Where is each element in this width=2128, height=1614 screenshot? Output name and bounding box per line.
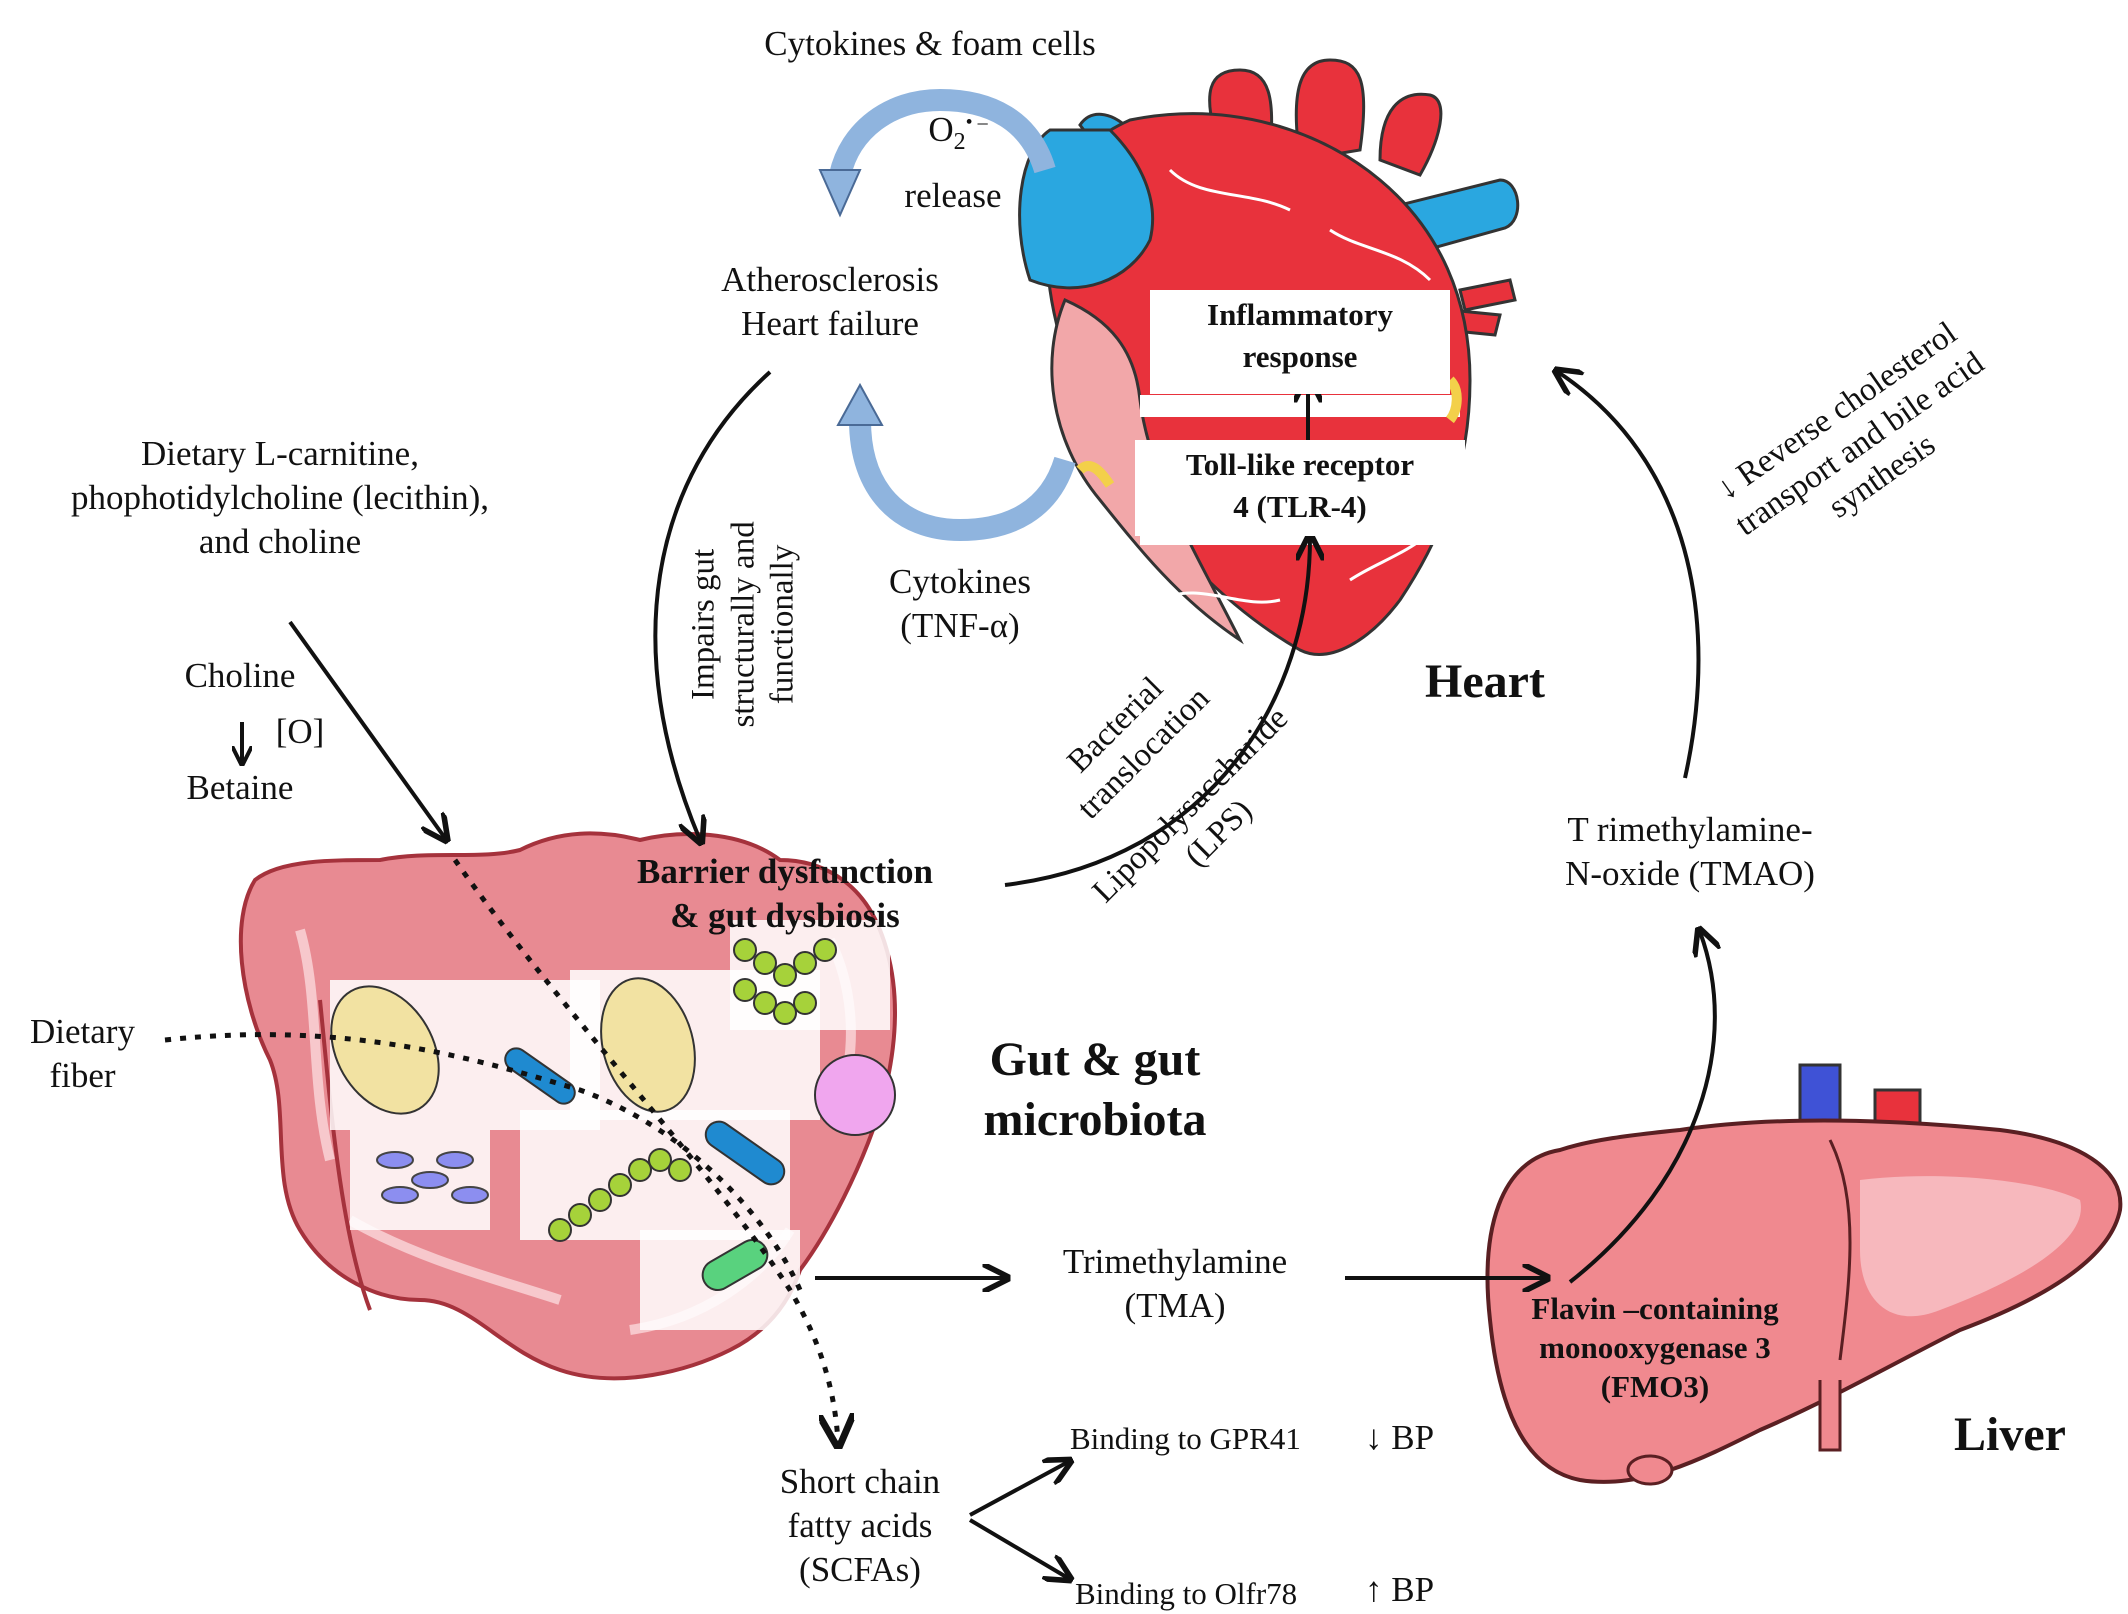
tma-label: Trimethylamine(TMA)	[1062, 1242, 1288, 1325]
choline-label: Choline	[184, 656, 296, 695]
olfr78-bp-label: ↑ BP	[1365, 1570, 1435, 1609]
pathway-arrows	[164, 372, 1715, 1578]
heart-label: Heart	[1425, 655, 1545, 708]
barrier-dysfunction-label: Barrier dysfunction& gut dysbiosis	[637, 852, 933, 935]
gut-illustration	[238, 831, 897, 1381]
gpr41-label: Binding to GPR41	[1070, 1421, 1301, 1456]
gpr41-bp-label: ↓ BP	[1365, 1418, 1435, 1457]
liver-illustration	[1485, 1063, 2123, 1486]
liver-label: Liver	[1954, 1408, 2066, 1461]
cycle-arrows	[818, 88, 1076, 542]
olfr78-label: Binding to Olfr78	[1075, 1576, 1298, 1611]
o2-subscript: 2	[953, 129, 966, 155]
oxidation-label: [O]	[275, 712, 325, 751]
betaine-label: Betaine	[186, 768, 294, 807]
o2-label: O2• –	[928, 110, 988, 155]
cytokines-foam-label: Cytokines & foam cells	[764, 24, 1096, 63]
release-label: release	[904, 176, 1002, 215]
dietary-lcarnitine-label: Dietary L-carnitine,phophotidylcholine (…	[71, 434, 489, 561]
cytokines-tnf-label: Cytokines(TNF-α)	[889, 562, 1031, 645]
tmao-label: T rimethylamine-N-oxide (TMAO)	[1565, 810, 1815, 893]
o2-superscript: • –	[965, 111, 988, 134]
